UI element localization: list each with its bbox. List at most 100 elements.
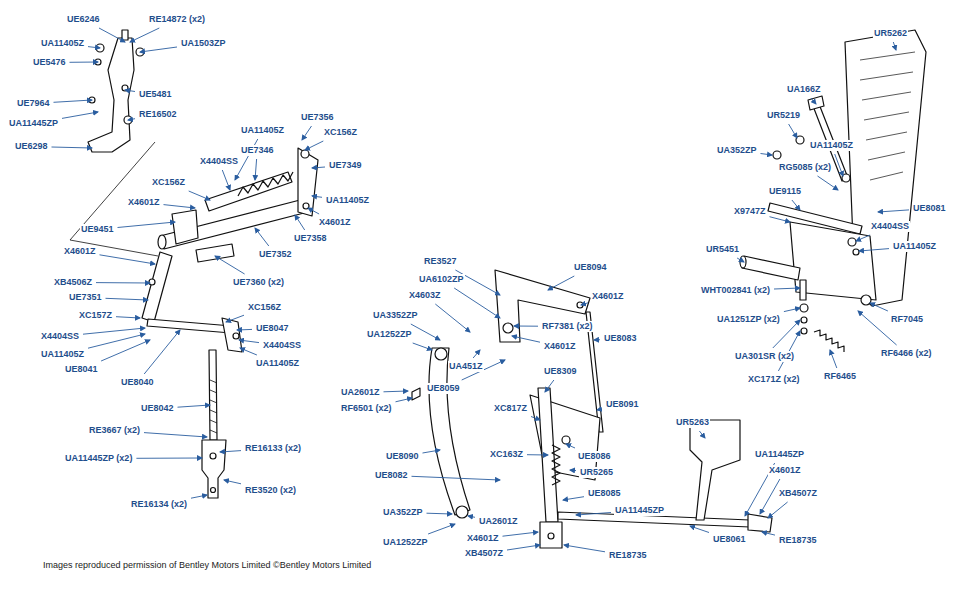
part-number: UE8094 xyxy=(573,262,608,273)
leader-line xyxy=(140,47,177,52)
part-number: UA11405Z xyxy=(240,125,285,136)
leader-line xyxy=(125,90,135,92)
part-number: RE3527 xyxy=(423,256,458,267)
part-number: UA1251ZP (x2) xyxy=(716,314,781,325)
part-number: X4404SS xyxy=(199,156,239,167)
leader-line xyxy=(514,326,538,327)
part-number: XC163Z xyxy=(489,449,524,460)
part-number: UR5265 xyxy=(579,467,614,478)
leader-line xyxy=(116,317,140,318)
leader-line xyxy=(454,288,500,318)
part-number: UA11445ZP xyxy=(8,118,59,129)
part-number: UA11445ZP xyxy=(614,505,665,516)
leader-line xyxy=(222,170,230,190)
part-number: RF7045 xyxy=(890,314,924,325)
leader-line xyxy=(576,513,611,516)
part-number: XC817Z xyxy=(493,403,528,414)
part-number: X9747Z xyxy=(733,206,767,217)
leader-line xyxy=(191,495,207,498)
leader-line xyxy=(54,100,93,102)
leader-line xyxy=(770,217,791,222)
leader-line xyxy=(100,255,156,264)
part-number: UE8059 xyxy=(426,383,461,394)
leader-line xyxy=(512,336,540,342)
leader-line xyxy=(305,141,323,150)
leader-line xyxy=(811,98,816,104)
leader-line xyxy=(818,176,839,190)
leader-line xyxy=(99,28,125,42)
leader-line xyxy=(224,480,241,484)
leader-line xyxy=(566,444,575,448)
leader-line xyxy=(396,398,413,402)
leader-line xyxy=(118,222,176,228)
leader-line xyxy=(237,329,252,331)
part-number: UA1252ZP xyxy=(382,537,429,548)
part-number: UE8042 xyxy=(140,403,175,414)
leader-line xyxy=(527,454,548,455)
part-number: UE8086 xyxy=(577,451,612,462)
part-number: RF6465 xyxy=(823,371,857,382)
part-number: UA11405Z xyxy=(40,38,85,49)
leader-line xyxy=(792,200,800,210)
part-number: RE18735 xyxy=(608,550,648,561)
leader-line xyxy=(83,328,145,334)
leader-line xyxy=(893,42,896,50)
leader-line xyxy=(189,191,210,200)
leader-line xyxy=(70,62,99,63)
part-number: WHT002841 (x2) xyxy=(700,285,771,296)
part-number: X4601Z xyxy=(543,341,577,352)
leader-line xyxy=(312,167,325,168)
part-number: UE5481 xyxy=(138,89,173,100)
leader-line xyxy=(423,450,441,453)
part-number: X4601Z xyxy=(591,291,625,302)
part-number: XC156Z xyxy=(151,177,186,188)
leader-line xyxy=(96,282,150,283)
part-number: X4404SS xyxy=(40,331,80,342)
leader-line xyxy=(428,524,455,534)
part-number: XB4506Z xyxy=(53,277,93,288)
leader-line xyxy=(178,405,211,407)
part-number: UA6102ZP xyxy=(418,274,465,285)
leader-line xyxy=(312,196,322,197)
part-number: UA2601Z xyxy=(478,516,519,527)
part-number: XC171Z (x2) xyxy=(747,374,801,385)
leader-line xyxy=(384,391,409,393)
part-number: UR5263 xyxy=(675,417,710,428)
part-number: UE7964 xyxy=(16,98,51,109)
leader-line xyxy=(774,288,800,289)
part-number: X4603Z xyxy=(408,290,442,301)
leader-line xyxy=(563,497,584,500)
part-number: UA1503ZP xyxy=(180,38,227,49)
leader-line xyxy=(762,532,775,535)
part-number: XB4507Z xyxy=(464,548,504,559)
part-number: UA451Z xyxy=(448,361,484,372)
leader-line xyxy=(130,28,159,42)
part-number: XC156Z xyxy=(247,302,282,313)
part-number: UE8090 xyxy=(385,451,420,462)
part-number: UE8309 xyxy=(543,366,578,377)
leader-line xyxy=(597,409,602,410)
part-number: RE14872 (x2) xyxy=(148,14,206,25)
leader-line xyxy=(435,304,470,332)
leader-line xyxy=(856,235,870,241)
part-number: UA3352ZP xyxy=(372,310,419,321)
part-number: UE8040 xyxy=(120,377,155,388)
leader-line xyxy=(473,350,480,358)
part-number: RG5085 (x2) xyxy=(778,162,832,173)
leader-line xyxy=(789,124,797,138)
leader-line xyxy=(594,339,600,340)
leader-line xyxy=(870,303,888,311)
part-number: UE9451 xyxy=(80,224,115,235)
part-number: RF6501 (x2) xyxy=(340,403,393,414)
part-number: UR5451 xyxy=(705,244,740,255)
part-number: UE8061 xyxy=(712,534,747,545)
leader-line xyxy=(295,215,305,230)
part-number: X4601Z xyxy=(63,246,97,257)
leader-line xyxy=(215,256,245,274)
part-number: UE7351 xyxy=(68,292,103,303)
part-number: XC156Z xyxy=(323,127,358,138)
part-number: UA166Z xyxy=(786,84,822,95)
leader-line xyxy=(52,147,93,148)
part-number: UE8082 xyxy=(374,470,409,481)
